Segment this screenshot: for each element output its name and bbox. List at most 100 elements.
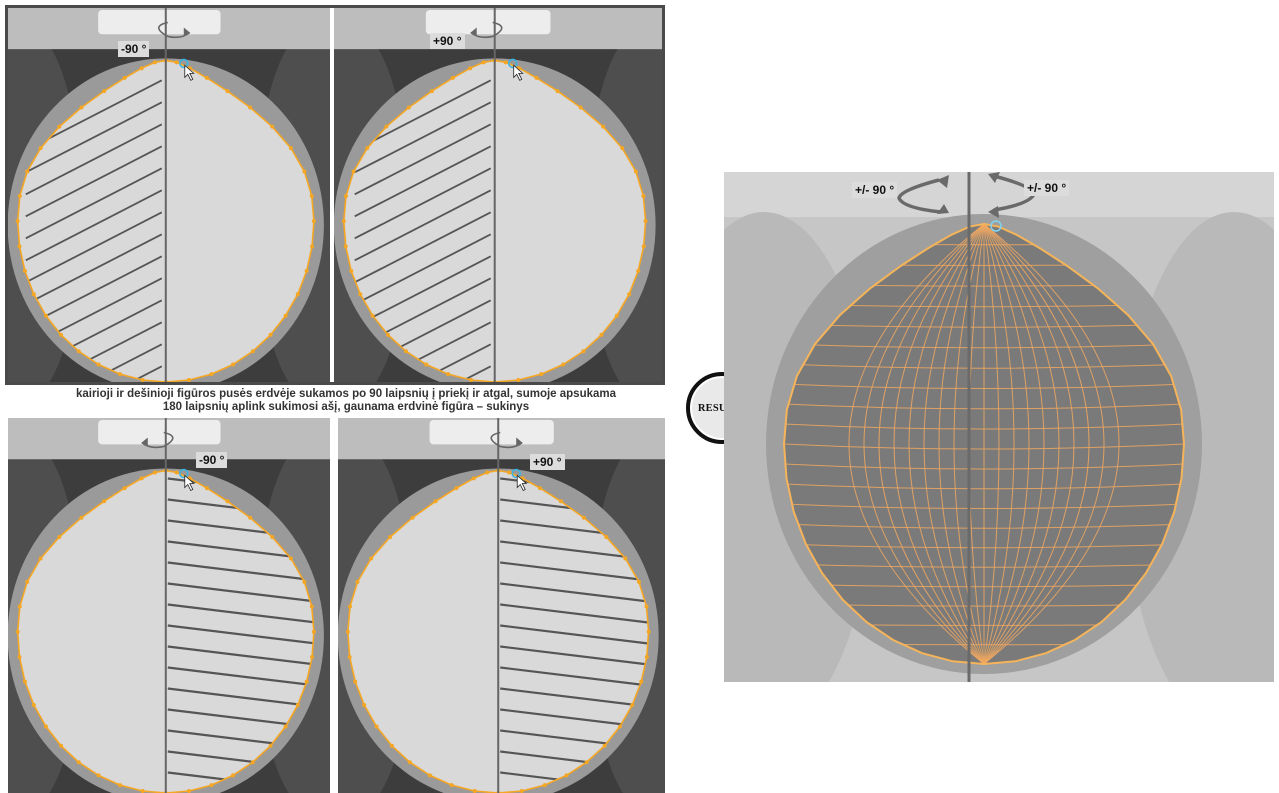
slice-image <box>8 418 330 793</box>
hatch-line <box>500 561 649 582</box>
slice-panel-bottom-right: +90 ° <box>338 418 665 793</box>
contour-vertex <box>388 534 393 539</box>
contour-vertex <box>225 499 230 504</box>
contour-vertex <box>31 292 36 297</box>
hatch-line <box>354 233 492 306</box>
contour-vertex <box>374 724 379 729</box>
mouse-cursor-icon <box>513 64 524 81</box>
contour-vertex <box>369 556 374 561</box>
contour-vertex <box>76 760 81 765</box>
contour-vertex <box>507 470 512 475</box>
contour-vertex <box>283 313 288 318</box>
contour-vertex <box>186 378 191 382</box>
contour-vertex <box>644 654 649 659</box>
rotation-arrowhead <box>988 172 1000 183</box>
contour-vertex <box>17 604 22 609</box>
anchor-point-icon <box>507 58 518 69</box>
contour-vertex <box>347 604 352 609</box>
rotation-arrowhead <box>516 437 523 446</box>
hatch-line <box>354 123 492 196</box>
contour-vertex <box>627 292 632 297</box>
contour-vertex <box>268 332 273 337</box>
contour-vertex <box>362 702 367 707</box>
contour-vertex <box>270 534 275 539</box>
contour-vertex <box>639 679 644 684</box>
contour-vertex <box>139 66 144 71</box>
contour-vertex <box>519 789 524 793</box>
contour-vertex <box>225 89 230 94</box>
rotation-arrow-icon <box>490 431 523 449</box>
slice-image <box>338 418 665 793</box>
hatch-line <box>354 365 492 382</box>
mesh-longitude <box>983 224 1030 664</box>
hatch-line <box>25 101 163 174</box>
contour-vertex <box>311 629 316 634</box>
mesh-longitude <box>848 224 985 664</box>
contour-vertex <box>555 89 560 94</box>
rotation-arrow-icon <box>158 21 191 39</box>
contour-vertex <box>43 724 48 729</box>
contour-vertex <box>564 773 569 778</box>
mouse-cursor-icon <box>184 64 195 81</box>
contour-vertex <box>472 789 477 793</box>
contour-vertex <box>309 604 314 609</box>
contour-vertex <box>59 743 64 748</box>
contour-vertex <box>343 244 348 249</box>
rotation-arrowhead <box>988 206 999 218</box>
contour-vertex <box>641 194 646 199</box>
hatch-line <box>354 145 492 218</box>
contour-vertex <box>79 515 84 520</box>
sternum <box>425 10 551 35</box>
contour-vertex <box>57 124 62 129</box>
anchor-point-icon <box>179 468 189 479</box>
hatch-line <box>167 582 314 603</box>
contour-vertex <box>537 486 542 491</box>
mesh-longitude <box>983 224 1105 664</box>
hatch-line <box>500 666 649 687</box>
mesh-longitude <box>983 224 1045 664</box>
hatch-line <box>354 189 492 262</box>
contour-vertex <box>617 724 622 729</box>
contour-vertex <box>534 75 539 80</box>
contour-vertex <box>539 372 544 377</box>
contour-vertex <box>140 789 145 793</box>
anchor-point-icon <box>990 220 1002 232</box>
contour-line <box>342 59 647 382</box>
contour-vertex <box>433 499 438 504</box>
rotation-angle-label-left: +/- 90 ° <box>852 182 898 198</box>
contour-vertex <box>581 515 586 520</box>
contour-vertex <box>407 760 412 765</box>
contour-vertex <box>643 219 648 224</box>
contour-vertex <box>57 534 62 539</box>
contour-vertex <box>449 783 454 788</box>
contour-vertex <box>304 268 309 273</box>
rotation-arrowhead <box>183 27 190 36</box>
contour-vertex <box>503 60 508 65</box>
contour-vertex <box>370 313 375 318</box>
contour-vertex <box>231 773 236 778</box>
rotation-angle-label-right: +/- 90 ° <box>1024 180 1070 196</box>
slice-panel-top-left: -90 ° <box>8 8 330 382</box>
contour-vertex <box>295 292 300 297</box>
contour-vertex <box>349 268 354 273</box>
contour-vertex <box>620 146 625 151</box>
hatch-lines <box>500 477 649 792</box>
rotation-angle-label: +90 ° <box>430 33 465 49</box>
contour-vertex <box>204 486 209 491</box>
contour-vertex <box>25 579 30 584</box>
mouse-cursor-icon <box>184 474 195 492</box>
hatch-line <box>500 582 649 603</box>
mesh-longitude <box>983 224 1000 664</box>
hatch-line <box>25 145 163 218</box>
sternum <box>429 420 554 445</box>
contour-vertex <box>59 332 64 337</box>
rotation-angle-label: +90 ° <box>530 454 565 470</box>
contour-vertex <box>636 579 641 584</box>
contour-vertex <box>581 349 586 354</box>
contour-vertex <box>295 702 300 707</box>
contour-vertex <box>389 743 394 748</box>
contour-vertex <box>22 268 27 273</box>
contour-vertex <box>604 534 609 539</box>
contour-vertex <box>96 773 101 778</box>
contour-vertex <box>450 75 455 80</box>
